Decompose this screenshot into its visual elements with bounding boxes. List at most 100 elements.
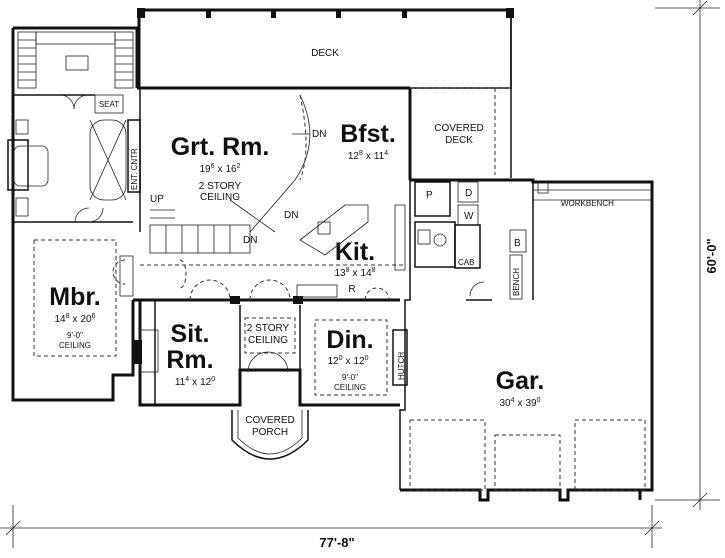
din-dim-w-sup: 0 bbox=[339, 355, 343, 362]
gar-dim-h-sup: 0 bbox=[537, 397, 541, 404]
gar-dim-x: x bbox=[518, 398, 523, 409]
din-dim-x: x bbox=[346, 356, 351, 367]
mbr-dim-h: 20 bbox=[81, 314, 93, 325]
bfst-dim-x: x bbox=[366, 151, 371, 162]
master-bath-area: SEAT ENT. CNTR bbox=[7, 31, 141, 223]
sit-dim-h-sup: 0 bbox=[211, 376, 215, 383]
kit-dim-w: 13 bbox=[334, 268, 346, 279]
mbr-note1: 9'-0" bbox=[67, 331, 83, 340]
kit-dim-h: 14 bbox=[361, 268, 373, 279]
dn-label-2: DN bbox=[284, 210, 298, 221]
dn-label-3: DN bbox=[243, 235, 257, 246]
deck-post bbox=[506, 8, 514, 18]
overall-depth: 60'-0" bbox=[704, 238, 719, 273]
din-note1: 9'-0" bbox=[342, 373, 358, 382]
din-dim-h: 12 bbox=[354, 356, 366, 367]
dimension-lines: 77'-8" 60'-0" bbox=[0, 0, 720, 550]
bfst-dim-h: 11 bbox=[374, 151, 385, 162]
din-note2: CEILING bbox=[334, 383, 366, 392]
vanity bbox=[65, 55, 89, 71]
grt-note2: CEILING bbox=[200, 192, 240, 203]
porch-line2: PORCH bbox=[252, 427, 288, 438]
kit-dim-x: x bbox=[353, 268, 358, 279]
bfst-dim-w: 12 bbox=[348, 151, 360, 162]
kitchen-counter bbox=[394, 204, 406, 271]
b-label: B bbox=[514, 238, 521, 249]
ent-cntr-label: ENT. CNTR bbox=[130, 148, 139, 190]
din-name: Din. bbox=[326, 326, 373, 354]
grt-rm-name: Grt. Rm. bbox=[171, 133, 270, 161]
kit-dim-w-sup: 8 bbox=[346, 267, 350, 274]
deck-label: DECK bbox=[311, 48, 339, 59]
din-dim-w: 12 bbox=[327, 356, 339, 367]
grt-dim-h: 16 bbox=[226, 164, 238, 175]
porch-line1: COVERED bbox=[245, 415, 294, 426]
covered-deck: COVERED DECK bbox=[434, 88, 496, 175]
grt-dim-w: 19 bbox=[199, 164, 211, 175]
tub-basin bbox=[13, 145, 49, 187]
grt-note1: 2 STORY bbox=[199, 181, 242, 192]
sit-dim-x: x bbox=[192, 377, 197, 388]
din-dim-h-sup: 0 bbox=[365, 355, 369, 362]
r-label: R bbox=[348, 284, 355, 295]
grt-dim-w-sup: 6 bbox=[211, 163, 215, 170]
mbr-note2: CEILING bbox=[59, 341, 91, 350]
deck-post bbox=[206, 10, 211, 18]
kit-name: Kit. bbox=[335, 238, 375, 266]
seat-label: SEAT bbox=[99, 100, 119, 109]
bfst-dim-h-sup: 4 bbox=[384, 150, 388, 157]
bfst-dim-w-sup: 8 bbox=[359, 150, 363, 157]
pantry-label: P bbox=[426, 190, 433, 201]
sit-dim-w: 11 bbox=[175, 377, 186, 388]
gar-dim-h: 39 bbox=[526, 398, 538, 409]
mbr-dim-w: 14 bbox=[54, 314, 66, 325]
foyer-line1: 2 STORY bbox=[247, 323, 290, 334]
covered-porch: COVERED PORCH bbox=[231, 410, 309, 460]
cov-deck-line2: DECK bbox=[445, 135, 473, 146]
deck-post bbox=[402, 10, 407, 18]
deck-post bbox=[137, 8, 145, 18]
dn-label-1: DN bbox=[312, 129, 326, 140]
gar-dim-w-sup: 4 bbox=[511, 397, 515, 404]
workbench-label: WORKBENCH bbox=[561, 199, 614, 208]
exterior-walls bbox=[11, 26, 654, 502]
overall-width: 77'-8" bbox=[319, 535, 354, 550]
bfst-name: Bfst. bbox=[340, 120, 396, 148]
deck-area: DECK bbox=[137, 8, 514, 89]
hall-doors bbox=[112, 259, 400, 304]
washer-label: W bbox=[464, 211, 474, 222]
sit-dim-h: 12 bbox=[200, 377, 212, 388]
hutch-label: HUTCH bbox=[397, 352, 406, 380]
grt-dim-x: x bbox=[218, 164, 223, 175]
mbr-dim-w-sup: 8 bbox=[66, 313, 70, 320]
gar-name: Gar. bbox=[496, 367, 545, 395]
foyer: 2 STORY CEILING bbox=[239, 305, 301, 373]
shower bbox=[89, 119, 127, 201]
mbr-dim-h-sup: 6 bbox=[92, 313, 96, 320]
mbr-dim-x: x bbox=[73, 314, 78, 325]
hutch bbox=[392, 329, 408, 386]
sit-name1: Sit. bbox=[171, 320, 210, 348]
utility-rooms: P D W CAB B BENCH bbox=[414, 181, 527, 301]
dryer-label: D bbox=[465, 188, 472, 199]
kitchen-island bbox=[299, 204, 369, 256]
gar-dim-w: 30 bbox=[499, 398, 511, 409]
sit-dim-w-sup: 4 bbox=[185, 376, 189, 383]
tub bbox=[7, 139, 29, 191]
mbr-name: Mbr. bbox=[49, 283, 100, 311]
